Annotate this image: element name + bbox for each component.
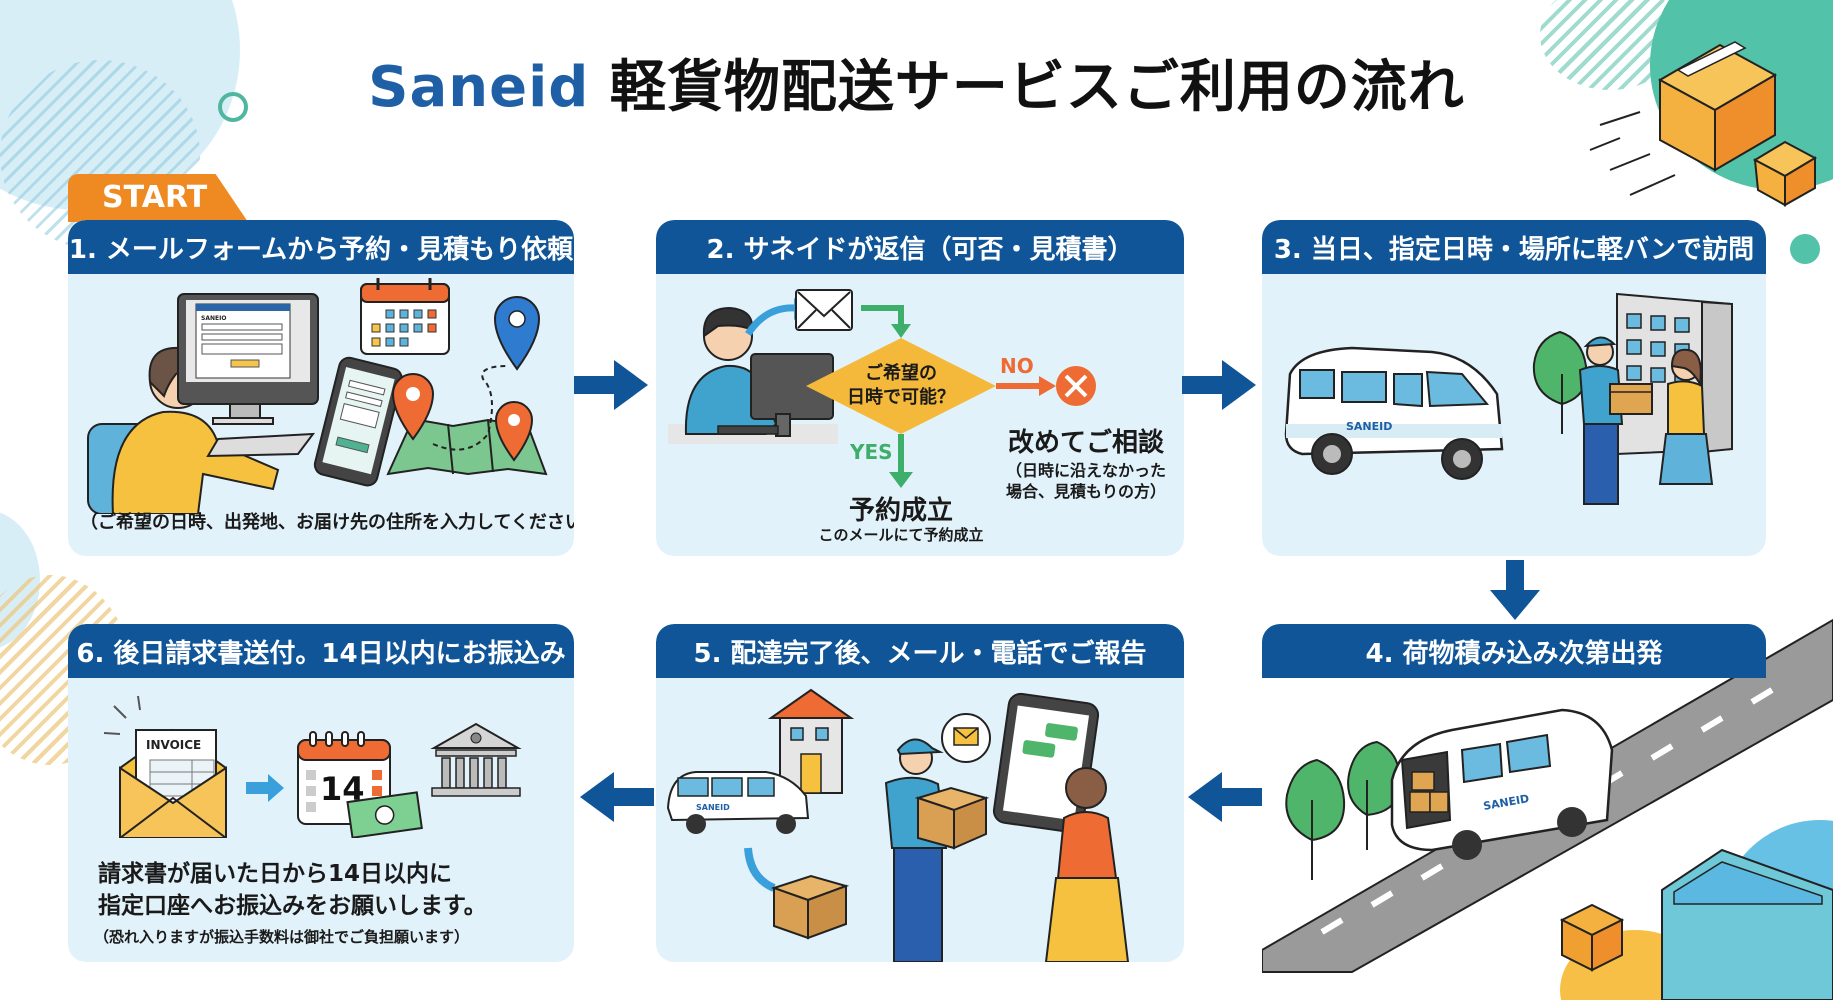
customer-icon [1044,767,1130,962]
svg-text:SANEID: SANEID [696,803,730,812]
monitor-icon: SANEIO [177,293,319,458]
step-4-card: 4. 荷物積み込み次第出発 [1262,624,1766,678]
arrow-right-icon [1182,360,1256,410]
step-6-body-line-1: 請求書が届いた日から14日以内に [98,861,453,887]
arrow-right-icon [574,360,648,410]
box-icon [770,874,850,940]
step-3-card: 3. 当日、指定日時・場所に軽バンで訪問 SANEID [1262,220,1766,556]
svg-text:SANEID: SANEID [1346,420,1392,433]
yes-result: 予約成立 [848,496,953,526]
step-6-body-line-2: 指定口座へお振込みをお願いします。 [98,893,487,919]
step-5-illustration: SANEID [666,688,1130,962]
start-tab: START [68,174,248,222]
no-note-line-1: （日時に沿えなかった [1005,461,1166,480]
no-note-line-2: 場合、見積もりの方） [1005,482,1166,501]
box-icon [1609,383,1653,415]
decision-line-1: ご希望の [865,363,937,384]
tree-icon [1532,330,1588,434]
svg-text:INVOICE: INVOICE [146,738,201,752]
arrow-left-icon [580,772,654,822]
step-1-illustration: SANEIO [87,278,548,514]
smartphone-icon [313,356,403,487]
no-result: 改めてご相談 [1007,428,1164,458]
invoice-envelope-icon: INVOICE [119,728,227,838]
brand-name: Saneid [368,55,590,120]
courier-icon [884,738,990,962]
building-icon [1661,848,1833,1000]
step-1-caption: （ご希望の日時、出発地、お届け先の住所を入力してください） [80,512,574,533]
decor-dot [1790,234,1820,264]
staff-at-computer-icon [668,306,838,444]
svg-text:SANEIO: SANEIO [201,315,226,322]
step-2-card: 2. サネイドが返信（可否・見積書） [656,220,1184,556]
house-icon [767,688,855,794]
van-icon: SANEID [666,771,810,834]
decor-bubble [0,510,40,650]
step-2-illustration [668,289,1096,488]
step-6-illustration: INVOICE 14 [103,695,522,838]
step-3-title: 3. 当日、指定日時・場所に軽バンで訪問 [1262,220,1766,274]
step-5-title: 5. 配達完了後、メール・電話でご報告 [656,624,1184,678]
location-pin-icon [391,296,541,462]
step-3-illustration: SANEID [1284,292,1733,505]
step-4-title: 4. 荷物積み込み次第出発 [1262,624,1766,678]
box-icon [1559,903,1625,972]
trees-icon [1285,740,1402,880]
step-1-card: 1. メールフォームから予約・見積もり依頼 SANEIO [68,220,574,556]
no-note: （日時に沿えなかった 場合、見積もりの方） [1001,460,1171,502]
arrow-down-icon [1490,560,1540,620]
customer-icon [1658,348,1714,485]
step-4-illustration: SANEID [1262,618,1833,1000]
courier-icon [1578,336,1624,505]
step-1-title: 1. メールフォームから予約・見積もり依頼 [68,220,574,274]
van-icon: SANEID [1390,708,1614,860]
arrow-left-icon [1188,772,1262,822]
arrow-right-icon [246,774,284,802]
bank-icon [430,722,522,797]
step-6-note: （恐れ入りますが振込手数料は御社でご負担願います） [94,928,470,946]
envelope-icon [795,289,853,331]
mail-bubble-icon [941,713,991,763]
step-6-title: 6. 後日請求書送付。14日以内にお振込み [68,624,574,678]
decision-question: ご希望の 日時で可能？ [806,362,996,410]
step-5-card: 5. 配達完了後、メール・電話でご報告 SANEID [656,624,1184,962]
no-label: NO [1000,354,1034,378]
step-6-body: 請求書が届いた日から14日以内に 指定口座へお振込みをお願いします。 [98,858,487,922]
step-2-title: 2. サネイドが返信（可否・見積書） [656,220,1184,274]
calendar-icon [360,278,450,355]
step-6-card: 6. 後日請求書送付。14日以内にお振込み INVOICE 14 [68,624,574,962]
banknote-icon [346,791,423,838]
van-icon: SANEID [1284,346,1504,480]
yes-note: このメールにて予約成立 [818,526,984,544]
cross-circle-icon [1056,366,1096,406]
yes-label: YES [850,440,893,464]
page-title: Saneid 軽貨物配送サービスご利用の流れ [0,42,1833,123]
decision-diamond [806,338,996,434]
title-text: 軽貨物配送サービスご利用の流れ [589,55,1465,120]
decision-line-2: 日時で可能？ [847,387,955,408]
